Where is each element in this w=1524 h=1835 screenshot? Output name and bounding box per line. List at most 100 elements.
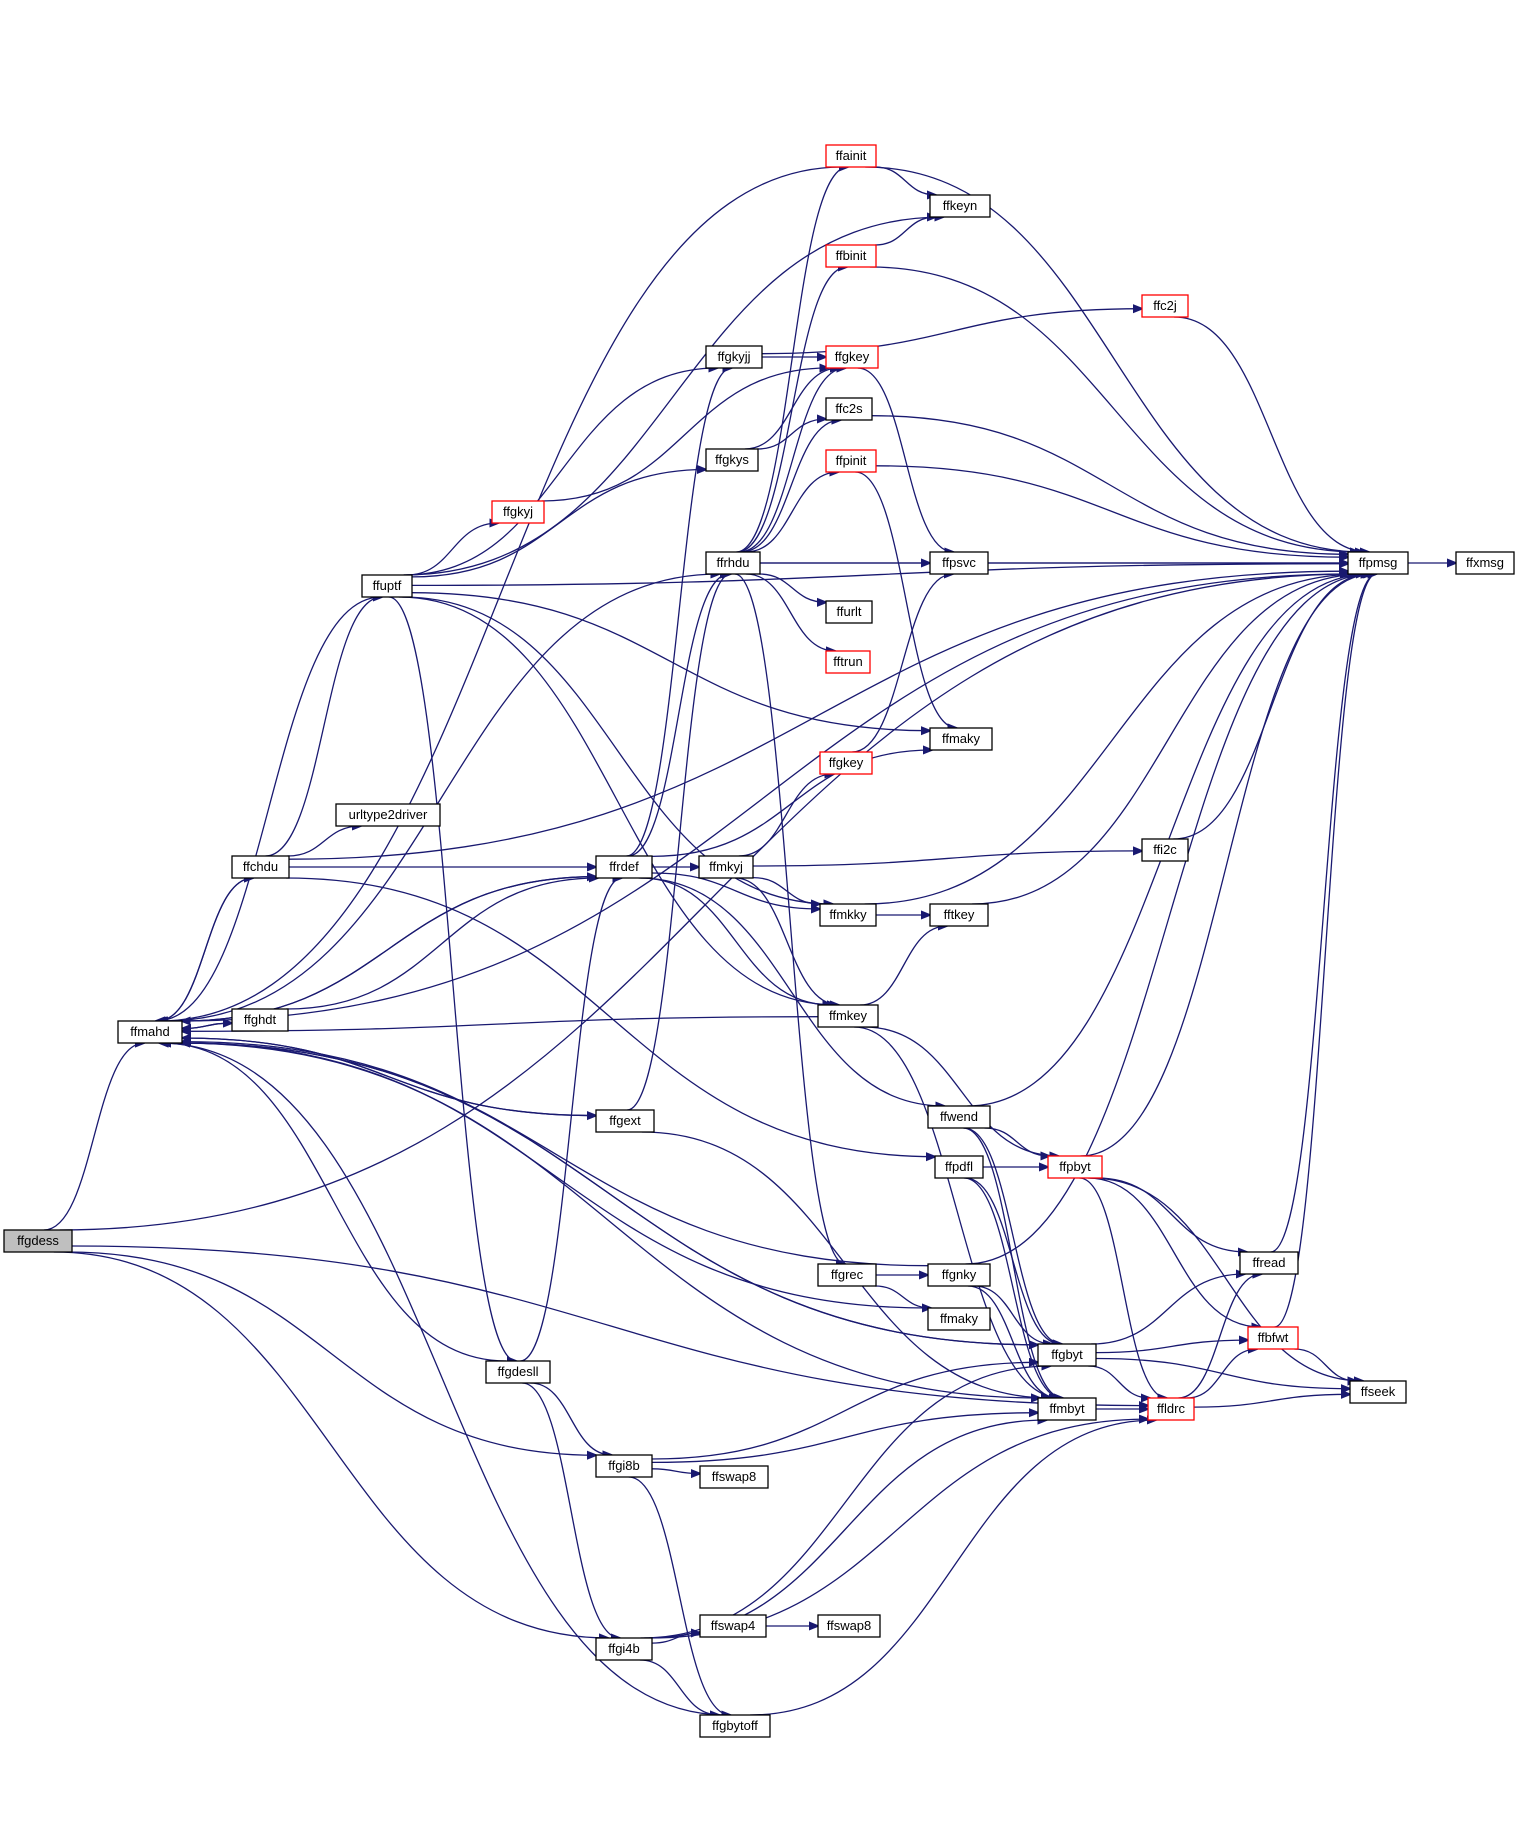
node-box-ffkeyn[interactable]	[929, 194, 991, 218]
node-box-ffmahd[interactable]	[117, 1020, 183, 1044]
node-box-ffgi4b[interactable]	[595, 1637, 653, 1661]
node-ffgkey2[interactable]: ffgkey	[819, 751, 873, 775]
node-box-ffpmsg[interactable]	[1347, 551, 1409, 575]
node-ffmkky[interactable]: ffmkky	[819, 903, 877, 927]
node-box-ffpinit[interactable]	[825, 449, 877, 473]
node-box-ffgi8b[interactable]	[595, 1454, 653, 1478]
node-ffghdt[interactable]: ffghdt	[231, 1008, 289, 1032]
node-box-ffbinit[interactable]	[825, 244, 877, 268]
node-ffgi8b[interactable]: ffgi8b	[595, 1454, 653, 1478]
node-box-ffrdef[interactable]	[595, 855, 653, 879]
node-ffpinit[interactable]: ffpinit	[825, 449, 877, 473]
node-box-ffmbyt[interactable]	[1037, 1397, 1097, 1421]
node-ffgrec[interactable]: ffgrec	[817, 1263, 877, 1287]
node-box-ffgbyt[interactable]	[1037, 1343, 1097, 1367]
node-box-ffainit[interactable]	[825, 144, 877, 168]
node-box-ffpdfl[interactable]	[934, 1155, 984, 1179]
node-fftrun[interactable]: fftrun	[825, 650, 871, 674]
node-box-ffgrec[interactable]	[817, 1263, 877, 1287]
node-box-ffswap8a[interactable]	[699, 1465, 769, 1489]
node-ffpbyt[interactable]: ffpbyt	[1047, 1155, 1103, 1179]
node-box-ffchdu[interactable]	[231, 855, 290, 879]
node-ffxmsg[interactable]: ffxmsg	[1455, 551, 1515, 575]
node-ffchdu[interactable]: ffchdu	[231, 855, 290, 879]
node-box-ffuptf[interactable]	[361, 574, 413, 598]
node-box-ffurlt[interactable]	[825, 600, 873, 624]
node-ffkeyn[interactable]: ffkeyn	[929, 194, 991, 218]
node-ffc2j[interactable]: ffc2j	[1141, 294, 1189, 318]
node-ffgi4b[interactable]: ffgi4b	[595, 1637, 653, 1661]
node-ffpmsg[interactable]: ffpmsg	[1347, 551, 1409, 575]
node-box-ffmkyj[interactable]	[698, 855, 754, 879]
node-ffgbytoff[interactable]: ffgbytoff	[699, 1714, 771, 1738]
node-box-ffxmsg[interactable]	[1455, 551, 1515, 575]
node-ffbfwt[interactable]: ffbfwt	[1247, 1326, 1299, 1350]
node-ffgdesll[interactable]: ffgdesll	[485, 1360, 551, 1384]
node-ffgkey1[interactable]: ffgkey	[825, 345, 879, 369]
node-box-ffmaky2[interactable]	[927, 1307, 991, 1331]
node-box-ffmkey[interactable]	[817, 1004, 879, 1028]
node-box-ffrhdu[interactable]	[705, 551, 761, 575]
node-ffwend[interactable]: ffwend	[927, 1105, 991, 1129]
node-box-ffgkyj2[interactable]	[491, 500, 545, 524]
node-ffgkys[interactable]: ffgkys	[705, 448, 759, 472]
node-box-ffwend[interactable]	[927, 1105, 991, 1129]
node-ffpdfl[interactable]: ffpdfl	[934, 1155, 984, 1179]
node-box-ffseek[interactable]	[1349, 1380, 1407, 1404]
node-box-ffread[interactable]	[1239, 1251, 1299, 1275]
node-ffmkey[interactable]: ffmkey	[817, 1004, 879, 1028]
node-ffainit[interactable]: ffainit	[825, 144, 877, 168]
node-box-ffgext[interactable]	[595, 1109, 655, 1133]
node-ffpsvc[interactable]: ffpsvc	[929, 551, 989, 575]
node-box-ffldrc[interactable]	[1147, 1397, 1195, 1421]
node-box-ffi2c[interactable]	[1141, 838, 1189, 862]
node-ffmaky2[interactable]: ffmaky	[927, 1307, 991, 1331]
node-box-fftkey[interactable]	[929, 903, 989, 927]
node-ffread[interactable]: ffread	[1239, 1251, 1299, 1275]
node-ffi2c[interactable]: ffi2c	[1141, 838, 1189, 862]
node-box-ffswap4[interactable]	[699, 1614, 767, 1638]
node-box-ffmkky[interactable]	[819, 903, 877, 927]
node-ffswap4[interactable]: ffswap4	[699, 1614, 767, 1638]
node-ffuptf[interactable]: ffuptf	[361, 574, 413, 598]
node-box-ffgnky[interactable]	[927, 1263, 991, 1287]
node-urltype2driver[interactable]: urltype2driver	[335, 803, 441, 827]
node-box-ffgbytoff[interactable]	[699, 1714, 771, 1738]
node-ffgnky[interactable]: ffgnky	[927, 1263, 991, 1287]
node-box-ffmaky1[interactable]	[929, 727, 993, 751]
node-ffbinit[interactable]: ffbinit	[825, 244, 877, 268]
node-ffgkyj2[interactable]: ffgkyj	[491, 500, 545, 524]
node-ffswap8a[interactable]: ffswap8	[699, 1465, 769, 1489]
node-box-ffbfwt[interactable]	[1247, 1326, 1299, 1350]
node-ffurlt[interactable]: ffurlt	[825, 600, 873, 624]
node-box-ffc2s[interactable]	[825, 397, 873, 421]
node-fftkey[interactable]: fftkey	[929, 903, 989, 927]
node-box-ffghdt[interactable]	[231, 1008, 289, 1032]
node-ffgkyjj[interactable]: ffgkyjj	[705, 345, 763, 369]
node-box-urltype2driver[interactable]	[335, 803, 441, 827]
node-ffmkyj[interactable]: ffmkyj	[698, 855, 754, 879]
node-ffmbyt[interactable]: ffmbyt	[1037, 1397, 1097, 1421]
node-ffmaky1[interactable]: ffmaky	[929, 727, 993, 751]
node-box-fftrun[interactable]	[825, 650, 871, 674]
node-ffrdef[interactable]: ffrdef	[595, 855, 653, 879]
node-ffc2s[interactable]: ffc2s	[825, 397, 873, 421]
node-box-ffgkey2[interactable]	[819, 751, 873, 775]
node-box-ffpsvc[interactable]	[929, 551, 989, 575]
node-ffgdess[interactable]: ffgdess	[3, 1229, 73, 1253]
node-box-ffc2j[interactable]	[1141, 294, 1189, 318]
node-box-ffswap8b[interactable]	[817, 1614, 881, 1638]
node-box-ffgkyjj[interactable]	[705, 345, 763, 369]
node-box-ffgdesll[interactable]	[485, 1360, 551, 1384]
node-ffgbyt[interactable]: ffgbyt	[1037, 1343, 1097, 1367]
node-box-ffgkey1[interactable]	[825, 345, 879, 369]
node-ffrhdu[interactable]: ffrhdu	[705, 551, 761, 575]
node-ffmahd[interactable]: ffmahd	[117, 1020, 183, 1044]
node-ffseek[interactable]: ffseek	[1349, 1380, 1407, 1404]
node-ffldrc[interactable]: ffldrc	[1147, 1397, 1195, 1421]
node-box-ffgkys[interactable]	[705, 448, 759, 472]
node-box-ffpbyt[interactable]	[1047, 1155, 1103, 1179]
node-ffgext[interactable]: ffgext	[595, 1109, 655, 1133]
node-box-ffgdess[interactable]	[3, 1229, 73, 1253]
node-ffswap8b[interactable]: ffswap8	[817, 1614, 881, 1638]
